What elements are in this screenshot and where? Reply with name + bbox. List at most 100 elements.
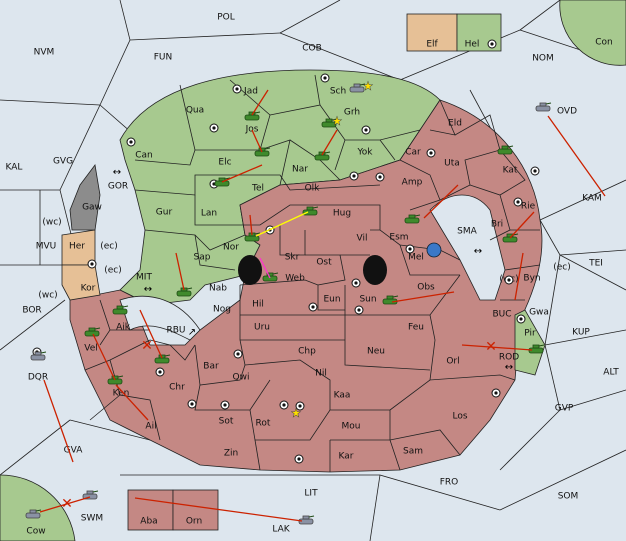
label-sch: Sch — [330, 87, 346, 97]
label-sun: Sun — [359, 295, 376, 305]
army-unit-icon[interactable] — [82, 490, 99, 500]
label-lak: LAK — [272, 525, 290, 535]
label-fro: FRO — [440, 478, 459, 488]
army-unit-icon[interactable] — [298, 515, 315, 525]
power-legend: Elf Hel — [406, 13, 502, 52]
move-arrow — [175, 252, 185, 291]
label-pol: POL — [217, 13, 235, 23]
label-qwi: Qwi — [233, 373, 250, 383]
supply-center-dot — [494, 391, 498, 395]
label-olk: Olk — [305, 184, 321, 194]
army-unit-icon[interactable] — [497, 145, 514, 155]
label-ec-1: (ec) — [100, 242, 118, 252]
label-con: Con — [595, 38, 613, 48]
label-feu: Feu — [408, 323, 424, 333]
move-arrow — [92, 333, 116, 381]
army-unit-icon[interactable] — [404, 214, 421, 224]
province-con — [559, 0, 626, 66]
move-arrow — [39, 496, 91, 513]
support-arrow — [255, 211, 309, 237]
label-can: Can — [135, 151, 153, 161]
supply-center-dot — [352, 174, 356, 178]
rbu-bay — [119, 296, 201, 341]
move-arrow — [43, 379, 74, 463]
supply-center-dot — [236, 352, 240, 356]
army-unit-icon[interactable] — [254, 147, 271, 157]
supply-center-dot — [429, 151, 433, 155]
label-jos: Jos — [245, 125, 259, 135]
label-gor: GOR — [108, 182, 128, 192]
move-arrow — [321, 129, 338, 156]
army-unit-icon[interactable] — [321, 118, 338, 128]
supply-centers — [32, 73, 540, 464]
supply-center-dot — [90, 262, 94, 266]
supply-center-dot — [129, 140, 133, 144]
army-unit-icon[interactable] — [107, 375, 124, 385]
label-sam: Sam — [403, 447, 423, 457]
province-aba — [127, 489, 174, 531]
supply-center-dot — [364, 128, 368, 132]
army-unit-icon[interactable] — [262, 272, 279, 282]
move-arrow — [134, 497, 303, 522]
label-sap: Sap — [194, 253, 211, 263]
label-vil: Vil — [357, 234, 368, 244]
label-som: SOM — [558, 492, 579, 502]
army-unit-icon[interactable] — [528, 344, 545, 354]
label-nar: Nar — [292, 165, 308, 175]
army-unit-icon[interactable] — [84, 327, 101, 337]
supply-center-dot — [516, 200, 520, 204]
black-node-right — [363, 255, 387, 285]
order-arrows: ✕ ✕ ✕ ↔ ↔ ↗ ↔ ↔ — [39, 89, 606, 522]
province-orn — [172, 489, 219, 531]
label-aba: Aba — [140, 517, 157, 527]
army-unit-icon[interactable] — [214, 177, 231, 187]
army-unit-icon[interactable] — [349, 83, 366, 93]
label-lit: LIT — [304, 489, 318, 499]
passage-arrow: ↔ — [113, 167, 121, 178]
label-uru: Uru — [254, 323, 270, 333]
fleet-marker-icon — [426, 242, 442, 258]
label-lan: Lan — [201, 209, 217, 219]
legend-elf-label: Elf — [426, 40, 438, 50]
failed-order-x: ✕ — [485, 339, 497, 355]
army-unit-icon[interactable] — [535, 102, 552, 112]
province-gaw — [69, 164, 101, 231]
label-kal: KAL — [6, 163, 23, 173]
label-eun: Eun — [323, 295, 340, 305]
label-bar: Bar — [203, 362, 219, 372]
star-icon: ★ — [363, 79, 374, 93]
label-orl: Orl — [446, 357, 459, 367]
label-kat: Kat — [503, 166, 518, 176]
label-gwa: Gwa — [529, 308, 549, 318]
army-unit-icon[interactable] — [30, 351, 47, 361]
label-ail: Ail — [145, 422, 156, 432]
label-jad: Jad — [243, 87, 258, 97]
supply-center-dot — [378, 175, 382, 179]
move-arrow — [514, 252, 524, 301]
label-elc: Elc — [218, 158, 231, 168]
army-unit-icon[interactable] — [25, 509, 42, 519]
province-cow — [0, 474, 76, 541]
label-ken: Ken — [113, 389, 130, 399]
label-car: Car — [405, 148, 421, 158]
label-eld: Eld — [448, 119, 462, 129]
convoy-arrow — [259, 257, 271, 279]
passage-arrow: ↗ — [188, 327, 196, 338]
black-node-left — [238, 255, 262, 285]
label-kor: Kor — [81, 284, 96, 294]
army-unit-icon[interactable] — [302, 206, 319, 216]
label-ovd: OVD — [557, 107, 577, 117]
move-arrow — [547, 115, 606, 197]
supply-center-dot — [519, 317, 523, 321]
label-buc: BUC — [492, 310, 511, 320]
province-borders — [84, 74, 541, 472]
failed-order-x: ✕ — [141, 338, 153, 354]
label-gaw: Gaw — [82, 203, 102, 213]
label-wc-2: (wc) — [38, 291, 57, 301]
star-icon: ★ — [332, 114, 343, 128]
army-unit-icon[interactable] — [112, 305, 129, 315]
label-bor: BOR — [22, 306, 41, 316]
label-nvm: NVM — [34, 48, 55, 58]
label-vel: Vel — [84, 344, 98, 354]
